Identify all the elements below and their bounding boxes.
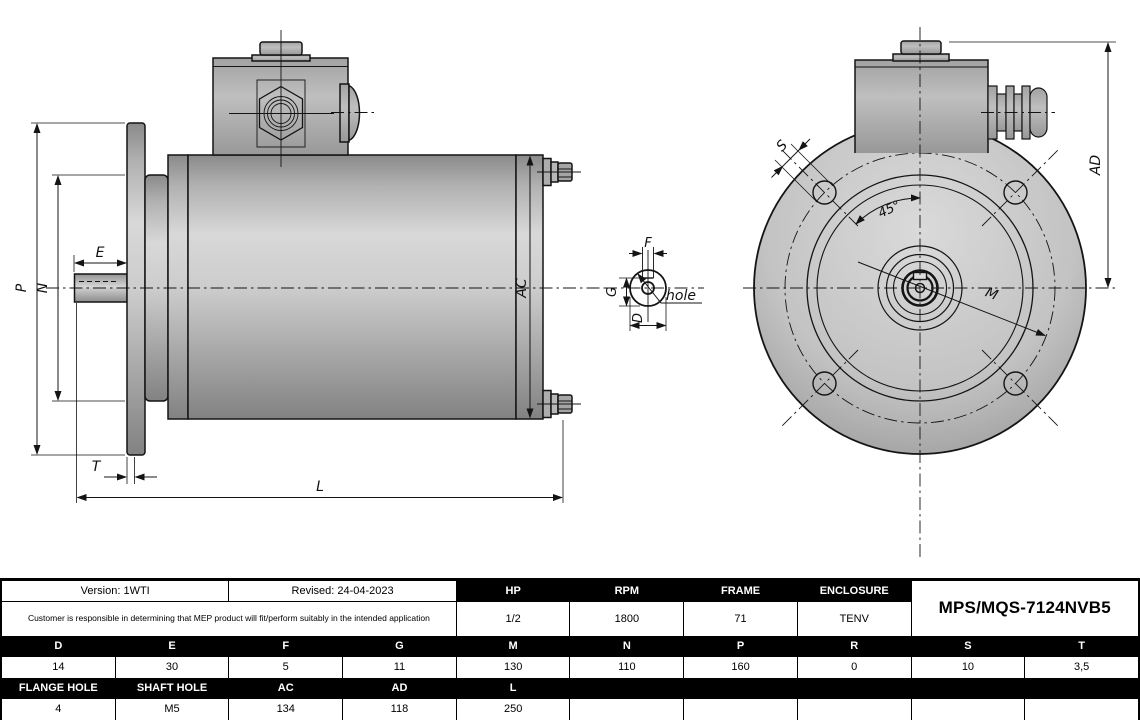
header-ac: AC bbox=[229, 679, 343, 698]
shaft-section-detail: F G D hole bbox=[604, 236, 704, 331]
header-e: E bbox=[115, 637, 229, 656]
flange-hole-se bbox=[1003, 371, 1028, 396]
header-enclosure: ENCLOSURE bbox=[797, 581, 911, 601]
value-m: 130 bbox=[456, 657, 570, 678]
header-ad: AD bbox=[343, 679, 456, 698]
side-view: P N E T L AC bbox=[14, 30, 614, 503]
header-flange-hole: FLANGE HOLE bbox=[2, 679, 115, 698]
header-f: F bbox=[229, 637, 343, 656]
header-frame: FRAME bbox=[684, 581, 797, 601]
value-ac: 134 bbox=[229, 699, 343, 720]
dim-label-e: E bbox=[96, 245, 105, 261]
side-cover-base bbox=[339, 83, 350, 143]
value-ad: 118 bbox=[343, 699, 456, 720]
value-n: 110 bbox=[570, 657, 684, 678]
header-t: T bbox=[1025, 637, 1138, 656]
rear-bolt-top bbox=[537, 157, 581, 187]
dim-AC: AC bbox=[514, 155, 534, 419]
header-m: M bbox=[456, 637, 570, 656]
cable-gland bbox=[981, 85, 1055, 140]
header-g: G bbox=[343, 637, 456, 656]
value-enclosure: TENV bbox=[797, 602, 911, 636]
value-g: 11 bbox=[343, 657, 456, 678]
header-d: D bbox=[2, 637, 115, 656]
dim-label-g: G bbox=[605, 287, 620, 297]
motor-body bbox=[187, 154, 517, 420]
header-p: P bbox=[684, 637, 797, 656]
dim-F: F bbox=[629, 236, 667, 257]
terminal-box bbox=[212, 57, 349, 156]
header-s: S bbox=[911, 637, 1025, 656]
dim-label-f: F bbox=[644, 236, 652, 251]
header-shaft-hole: SHAFT HOLE bbox=[115, 679, 229, 698]
bolt-axis-se bbox=[981, 349, 1061, 429]
value-l: 250 bbox=[456, 699, 570, 720]
cell-disclaimer: Customer is responsible in determining t… bbox=[2, 602, 456, 636]
header-n: N bbox=[570, 637, 684, 656]
dim-AD: AD bbox=[949, 41, 1116, 288]
dim-label-ac: AC bbox=[514, 278, 530, 299]
value-p: 160 bbox=[684, 657, 797, 678]
bolt-axis-sw bbox=[779, 349, 859, 429]
value-hp: 1/2 bbox=[456, 602, 570, 636]
value-blank-1 bbox=[570, 699, 684, 720]
dim-label-t: T bbox=[92, 459, 102, 475]
front-view: M S 45° bbox=[743, 27, 1118, 557]
value-f: 5 bbox=[229, 657, 343, 678]
value-r: 0 bbox=[797, 657, 911, 678]
bolt-axis-nw bbox=[779, 147, 859, 227]
dim-label-l: L bbox=[316, 479, 324, 495]
value-rpm: 1800 bbox=[570, 602, 684, 636]
dim-label-m: M bbox=[983, 285, 1000, 304]
front-endbell bbox=[167, 154, 189, 420]
dim-label-ad: AD bbox=[1088, 155, 1104, 177]
header-l: L bbox=[456, 679, 570, 698]
terminal-box-front-fill bbox=[855, 60, 988, 153]
cap-base-front bbox=[892, 53, 950, 62]
dim-G: G bbox=[605, 277, 640, 307]
side-cover-dome bbox=[348, 84, 361, 142]
dim-E: E bbox=[73, 245, 127, 272]
dim-label-s: S bbox=[773, 137, 791, 155]
value-blank-4 bbox=[911, 699, 1025, 720]
cell-version: Version: 1WTI bbox=[2, 581, 229, 601]
value-t: 3,5 bbox=[1025, 657, 1138, 678]
value-e: 30 bbox=[115, 657, 229, 678]
header-r: R bbox=[797, 637, 911, 656]
header-rpm: RPM bbox=[570, 581, 684, 601]
bolt-axis-ne bbox=[981, 147, 1061, 227]
dim-P: P bbox=[14, 122, 125, 456]
dim-label-p: P bbox=[14, 283, 30, 292]
value-s: 10 bbox=[911, 657, 1025, 678]
spec-table: Version: 1WTI Revised: 24-04-2023 HP RPM… bbox=[0, 578, 1140, 720]
header-hp: HP bbox=[456, 581, 570, 601]
value-shaft-hole: M5 bbox=[115, 699, 229, 720]
value-d: 14 bbox=[2, 657, 115, 678]
value-frame: 71 bbox=[684, 602, 797, 636]
mounting-flange bbox=[126, 122, 146, 456]
technical-drawing: P N E T L AC bbox=[14, 27, 1118, 557]
dim-label-n: N bbox=[35, 282, 51, 293]
dim-T: T bbox=[92, 457, 157, 484]
header-blank bbox=[570, 679, 1138, 698]
dim-M: M bbox=[857, 261, 1046, 336]
cap-front bbox=[900, 40, 942, 55]
hole-callout-label: hole bbox=[666, 288, 696, 304]
flange-hole-nw bbox=[812, 180, 837, 205]
rear-bolt-bottom bbox=[537, 389, 581, 419]
cell-revised: Revised: 24-04-2023 bbox=[229, 581, 456, 601]
dim-L: L bbox=[76, 303, 564, 503]
hole-callout: hole bbox=[637, 273, 702, 304]
cell-model-number: MPS/MQS-7124NVB5 bbox=[911, 581, 1138, 636]
value-blank-5 bbox=[1025, 699, 1138, 720]
dim-label-d: D bbox=[631, 313, 646, 323]
shaft-section-circle bbox=[629, 269, 667, 307]
value-blank-2 bbox=[684, 699, 797, 720]
shaft-center-hole bbox=[641, 281, 655, 295]
flange-hole-ne bbox=[1003, 180, 1028, 205]
dim-N: N bbox=[35, 174, 125, 402]
flange-hole-sw bbox=[812, 371, 837, 396]
value-blank-3 bbox=[797, 699, 911, 720]
value-flange-hole: 4 bbox=[2, 699, 115, 720]
